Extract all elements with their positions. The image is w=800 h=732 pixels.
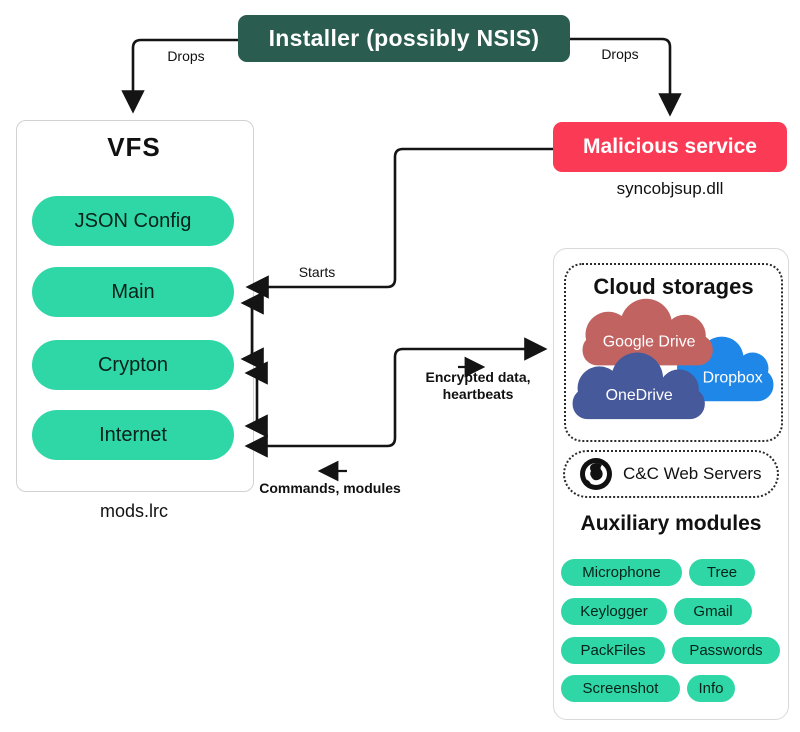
cloud-onedrive (572, 352, 705, 420)
aux-module-microphone: Microphone (561, 559, 682, 586)
cloud-storages-title: Cloud storages (593, 274, 754, 299)
aux-module-packfiles: PackFiles (561, 637, 665, 664)
auxiliary-modules-title: Auxiliary modules (580, 512, 762, 535)
service-dll-caption: syncobjsup.dll (616, 179, 724, 198)
cnc-web-servers: C&C Web Servers (563, 450, 779, 498)
installer-node: Installer (possibly NSIS) (238, 15, 570, 62)
cloud-onedrive-label: OneDrive (606, 387, 673, 404)
aux-module-info: Info (687, 675, 735, 702)
malicious-service-node: Malicious service (553, 122, 787, 172)
aux-module-tree: Tree (689, 559, 755, 586)
drops-right-label: Drops (601, 46, 639, 62)
remote-infrastructure-panel: Dropbox Google Drive OneDrive (553, 248, 789, 720)
commands-modules-label: Commands, modules (259, 480, 401, 496)
cloud-shapes: Dropbox Google Drive OneDrive (572, 298, 774, 420)
cnc-label: C&C Web Servers (623, 464, 762, 483)
cloud-google-drive-label: Google Drive (603, 334, 696, 351)
aux-module-keylogger: Keylogger (561, 598, 667, 625)
vfs-title: VFS (107, 132, 161, 162)
module-internet: Internet (32, 410, 234, 460)
cloud-dropbox-label: Dropbox (703, 369, 763, 386)
globe-icon (580, 458, 612, 490)
module-json-config: JSON Config (32, 196, 234, 246)
aux-module-screenshot: Screenshot (561, 675, 680, 702)
cloud-storages-box: Dropbox Google Drive OneDrive (564, 263, 783, 442)
aux-module-gmail: Gmail (674, 598, 752, 625)
cloud-google-drive (582, 298, 713, 366)
drops-left-label: Drops (167, 48, 205, 64)
module-crypton: Crypton (32, 340, 234, 390)
aux-module-passwords: Passwords (672, 637, 780, 664)
vfs-file-caption: mods.lrc (99, 501, 168, 521)
starts-label: Starts (298, 264, 336, 280)
encrypted-data-label: Encrypted data, heartbeats (425, 369, 531, 402)
module-main: Main (32, 267, 234, 317)
